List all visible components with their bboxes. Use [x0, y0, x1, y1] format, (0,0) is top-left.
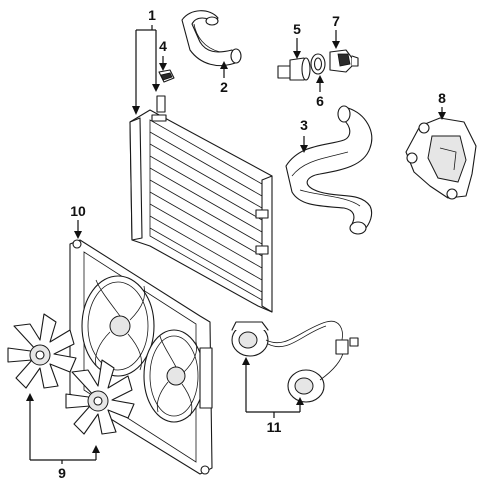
callout-10: 10	[70, 203, 86, 219]
fan-blade-upper	[7, 313, 77, 389]
fan-motor-upper	[231, 321, 269, 357]
gasket	[310, 53, 326, 75]
callout-8: 8	[438, 90, 446, 106]
fan-blade-lower	[65, 359, 135, 435]
drain-plug	[158, 69, 175, 83]
callout-2: 2	[220, 79, 228, 95]
callout-1: 1	[148, 7, 156, 23]
callout-3: 3	[300, 117, 308, 133]
thermostat	[329, 49, 359, 73]
lower-hose	[285, 105, 373, 235]
callout-4: 4	[159, 38, 167, 54]
callout-9: 9	[58, 465, 66, 481]
callout-6: 6	[316, 93, 324, 109]
fan-shroud	[69, 239, 213, 475]
radiator	[129, 95, 273, 313]
water-outlet	[405, 117, 477, 200]
upper-hose	[181, 10, 242, 67]
callouts: 1 2 3 4 5 6 7 8 9 10 11	[58, 7, 446, 481]
wire-harness	[265, 320, 359, 381]
callout-5: 5	[293, 21, 301, 37]
callout-11: 11	[267, 419, 282, 435]
fan-motor-lower	[287, 369, 325, 403]
leader-lines	[26, 25, 446, 464]
callout-7: 7	[332, 13, 340, 29]
thermostat-housing	[277, 57, 311, 81]
